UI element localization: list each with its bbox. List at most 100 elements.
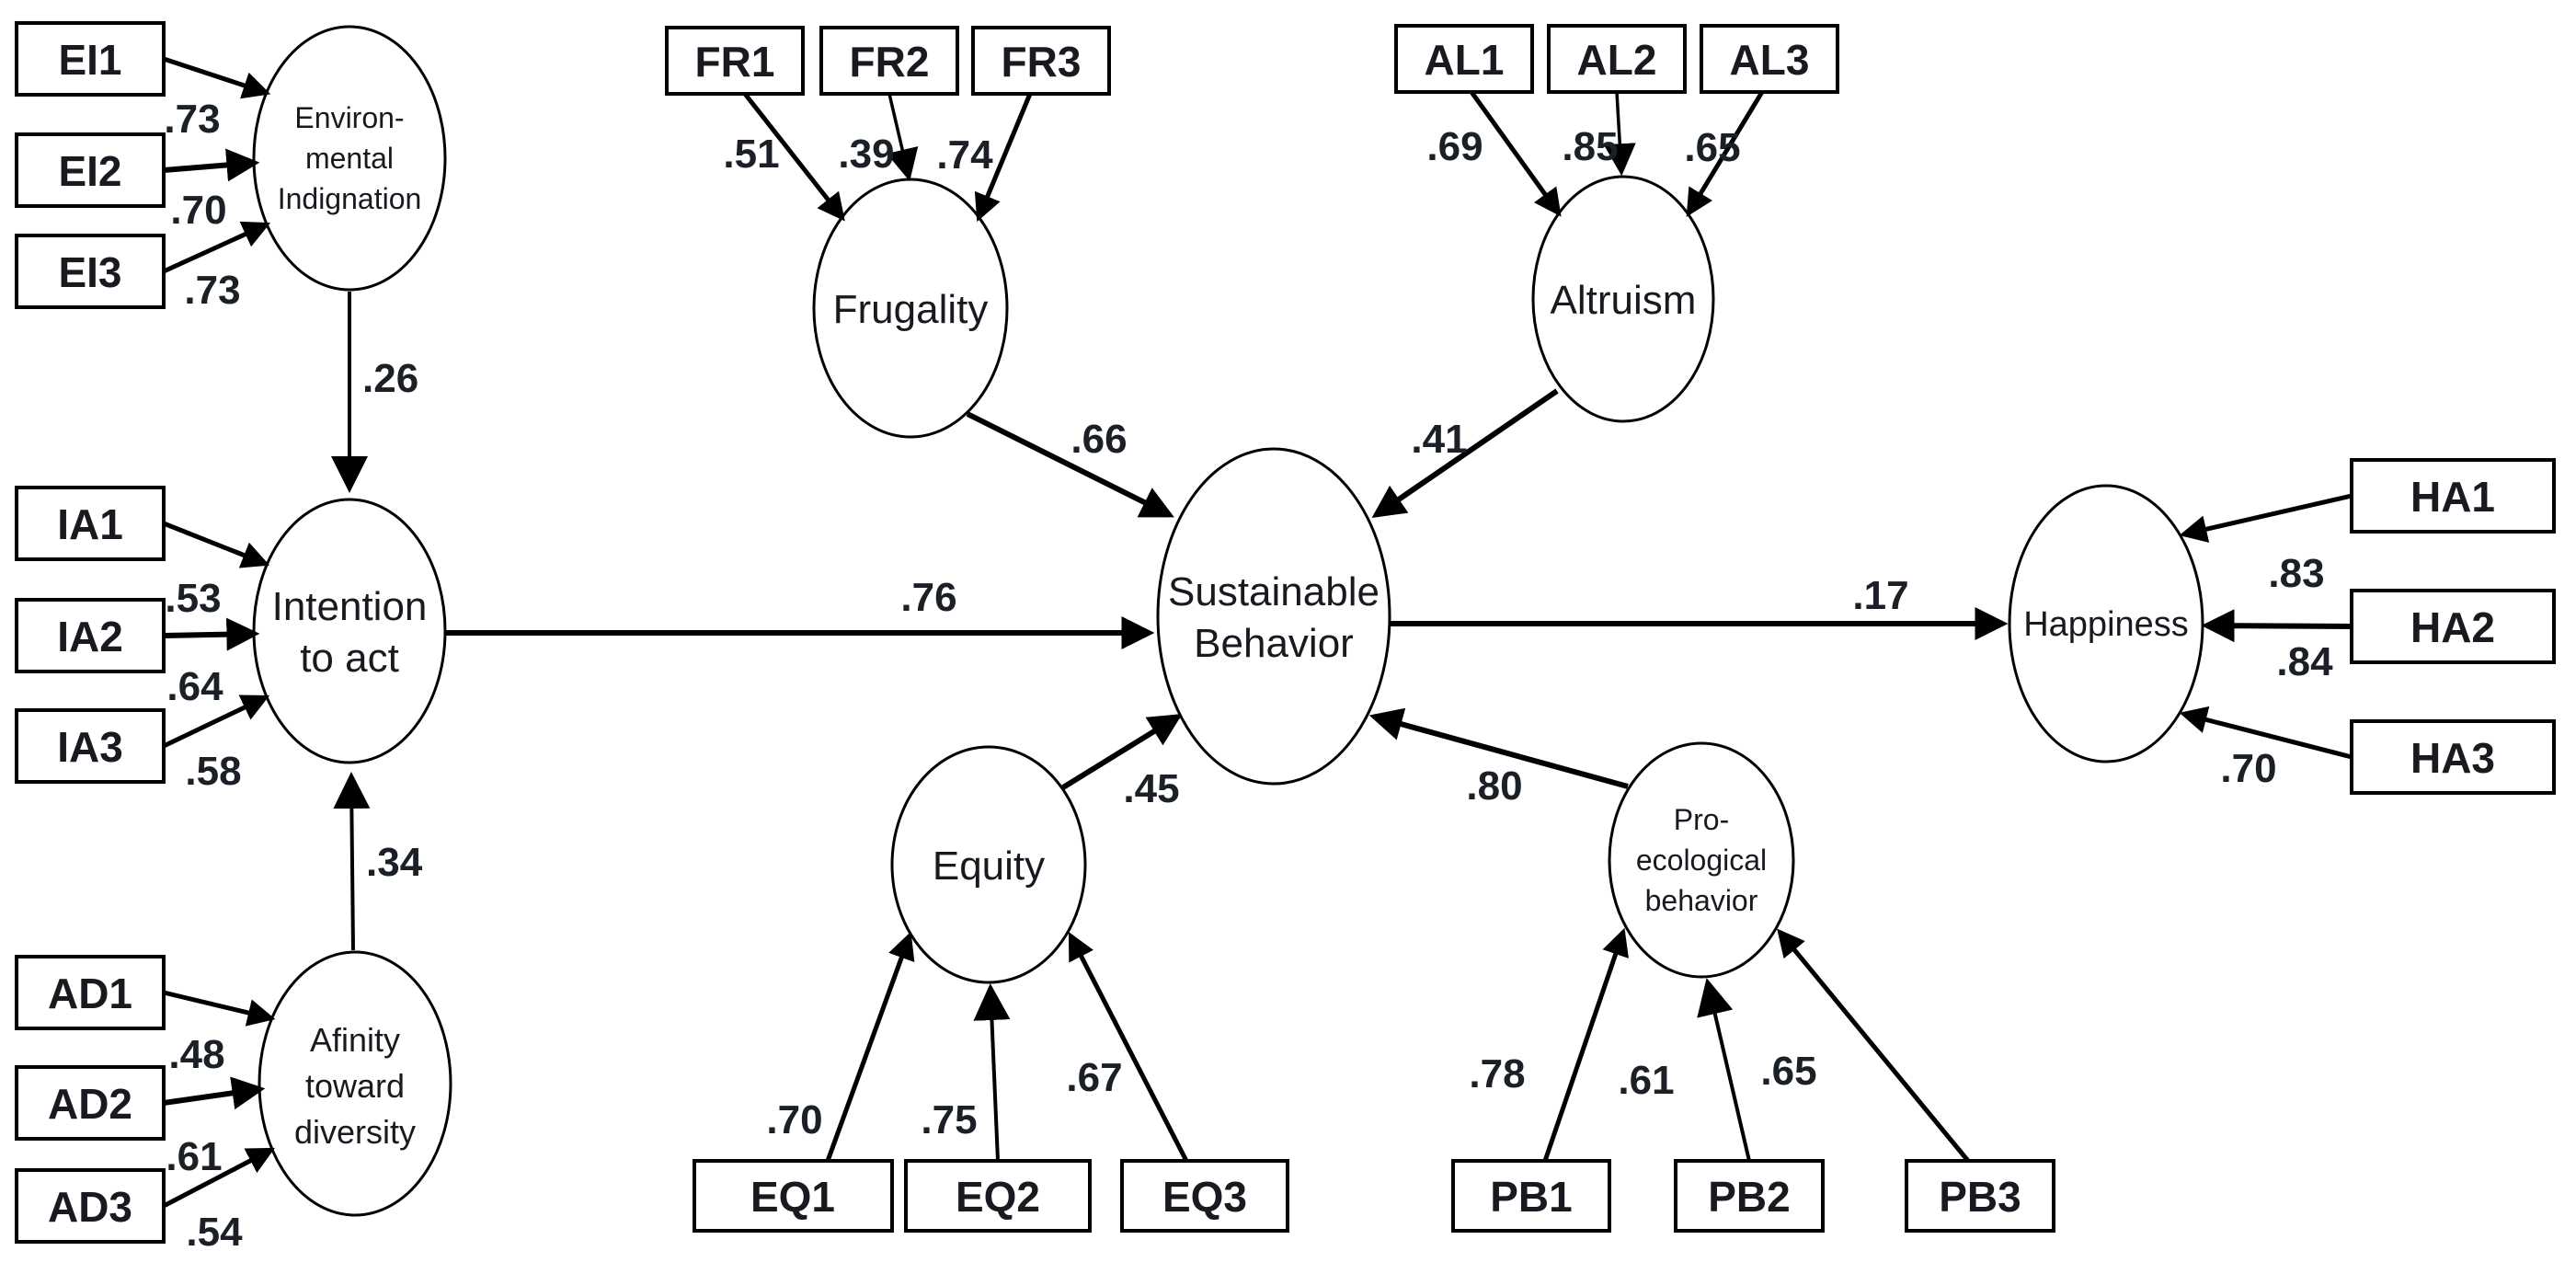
path-fr-to-sb-label: .66 (1070, 417, 1127, 462)
indicator-pb1-label: PB1 (1490, 1173, 1572, 1221)
loading-eq2-label: .75 (921, 1097, 977, 1142)
latent-frugality-label: Frugality (833, 287, 989, 332)
latent-pro-ecological-behavior-label: behavior (1645, 884, 1758, 917)
loading-ei3-label: .73 (184, 268, 240, 313)
indicator-eq2-label: EQ2 (956, 1173, 1040, 1221)
latent-intention-to-act-label: to act (300, 636, 399, 681)
loading-pb2-label: .61 (1618, 1058, 1674, 1103)
indicator-ei2-label: EI2 (58, 147, 121, 195)
loading-ei2-label: .70 (170, 188, 226, 233)
latent-pro-ecological-behavior-label: Pro- (1674, 803, 1729, 836)
indicator-ia3-label: IA3 (57, 723, 123, 771)
indicator-ha2-box (2350, 589, 2556, 664)
latent-intention-to-act-ellipse (252, 498, 447, 764)
indicator-pb3-label: PB3 (1939, 1173, 2021, 1221)
latent-intention-to-act-label: Intention (272, 584, 428, 629)
latent-equity-label: Equity (933, 844, 1045, 889)
indicator-al2-label: AL2 (1577, 36, 1657, 84)
latent-sustainable-behavior-label: Behavior (1194, 621, 1354, 666)
latent-afinity-toward-diversity-label: Afinity (310, 1021, 400, 1059)
indicator-eq3-label: EQ3 (1162, 1173, 1247, 1221)
indicator-ad3-arrow (162, 1147, 275, 1209)
indicator-ia2-arrow (163, 617, 260, 651)
indicator-pb1-arrow (1542, 927, 1629, 1162)
construct-equity: Equity EQ1 .70 EQ2 .75 EQ3 .67 (693, 745, 1289, 1233)
indicator-ia3-arrow (162, 694, 270, 749)
path-sb-to-ha-label: .17 (1852, 573, 1908, 618)
construct-pro-ecological-behavior: Pro- ecological behavior PB1 .78 PB2 .61… (1451, 741, 2055, 1233)
construct-intention-to-act: Intention to act IA1 .53 IA2 .64 IA3 .58 (15, 486, 447, 794)
indicator-ei3-arrow (162, 221, 271, 274)
structural-paths: .26 .34 .76 .66 .41 .45 .80 .17 (331, 292, 2009, 951)
indicator-ia1-arrow (163, 521, 270, 568)
latent-equity-ellipse (890, 745, 1087, 984)
indicator-ia2-box (15, 598, 166, 673)
indicator-ad1-label: AD1 (48, 970, 132, 1017)
construct-happiness: Happiness HA1 .83 HA2 .84 HA3 .70 (2008, 458, 2556, 795)
indicator-ha2-label: HA2 (2410, 603, 2495, 651)
loading-ia3-label: .58 (185, 749, 241, 794)
construct-afinity-toward-diversity: Afinity toward diversity AD1 .48 AD2 .61… (15, 950, 452, 1255)
indicator-eq1-box (693, 1159, 894, 1233)
indicator-pb2-box (1674, 1159, 1825, 1233)
loading-ha3-label: .70 (2220, 746, 2276, 791)
indicator-eq1-arrow (825, 931, 915, 1162)
indicator-ad2-box (15, 1065, 166, 1141)
indicator-ad3-box (15, 1168, 166, 1244)
loading-al2-label: .85 (1562, 124, 1618, 169)
loading-ad2-label: .61 (166, 1134, 222, 1179)
latent-afinity-toward-diversity-label: diversity (294, 1113, 416, 1151)
indicator-pb2-arrow (1697, 978, 1751, 1162)
construct-sustainable-behavior: Sustainable Behavior (1156, 447, 1391, 786)
indicator-fr1-label: FR1 (695, 38, 775, 86)
indicator-fr3-label: FR3 (1002, 38, 1082, 86)
loading-eq3-label: .67 (1066, 1055, 1122, 1100)
indicator-ha1-arrow (2179, 493, 2353, 543)
indicator-ia1-label: IA1 (57, 500, 123, 548)
loading-ha1-label: .83 (2268, 551, 2324, 596)
indicator-al1-box (1394, 24, 1534, 94)
loading-al3-label: .65 (1684, 125, 1740, 170)
loading-ia1-label: .53 (165, 576, 221, 621)
indicator-ia1-box (15, 486, 166, 561)
indicator-al2-box (1547, 24, 1687, 94)
loading-ad3-label: .54 (186, 1210, 243, 1255)
indicator-ha3-box (2350, 719, 2556, 795)
loading-pb1-label: .78 (1469, 1051, 1525, 1096)
construct-altruism: Altruism AL1 .69 AL2 .85 AL3 .65 (1394, 24, 1839, 423)
loading-pb3-label: .65 (1760, 1049, 1816, 1094)
indicator-ha3-arrow (2179, 706, 2353, 760)
indicator-ei2-arrow (163, 148, 260, 182)
loading-fr1-label: .51 (723, 132, 779, 177)
path-ia-to-sb-label: .76 (900, 575, 956, 620)
path-ad-to-ia-arrow (333, 772, 371, 951)
indicator-pb2-label: PB2 (1708, 1173, 1790, 1221)
latent-sustainable-behavior-label: Sustainable (1168, 569, 1380, 614)
indicator-ia2-label: IA2 (57, 613, 123, 660)
indicator-eq1-label: EQ1 (750, 1173, 835, 1221)
loading-ha2-label: .84 (2276, 639, 2333, 684)
indicator-ei1-label: EI1 (58, 36, 121, 84)
indicator-ei3-label: EI3 (58, 248, 121, 296)
latent-environmental-indignation-label: Environ- (294, 101, 404, 134)
latent-pro-ecological-behavior-label: ecological (1636, 844, 1767, 877)
indicator-al1-arrow (1469, 90, 1562, 217)
loading-ia2-label: .64 (166, 664, 223, 709)
indicator-ha1-label: HA1 (2410, 473, 2495, 521)
loading-fr3-label: .74 (936, 132, 993, 178)
path-al-to-sb-label: .41 (1411, 417, 1467, 462)
indicator-al2-arrow (1603, 91, 1636, 177)
indicator-ad2-label: AD2 (48, 1080, 132, 1128)
loading-ad1-label: .48 (168, 1032, 224, 1077)
path-eq-to-sb-label: .45 (1123, 766, 1179, 811)
indicator-fr2-box (819, 26, 959, 96)
loading-eq1-label: .70 (766, 1097, 822, 1142)
indicator-ad3-label: AD3 (48, 1183, 132, 1231)
latent-happiness-label: Happiness (2023, 605, 2189, 644)
indicator-ha1-box (2350, 458, 2556, 534)
indicator-ad1-box (15, 955, 166, 1030)
indicator-pb3-arrow (1777, 928, 1970, 1163)
path-ad-to-ia-label: .34 (366, 840, 423, 885)
indicator-eq3-box (1120, 1159, 1289, 1233)
indicator-fr2-label: FR2 (850, 38, 930, 86)
